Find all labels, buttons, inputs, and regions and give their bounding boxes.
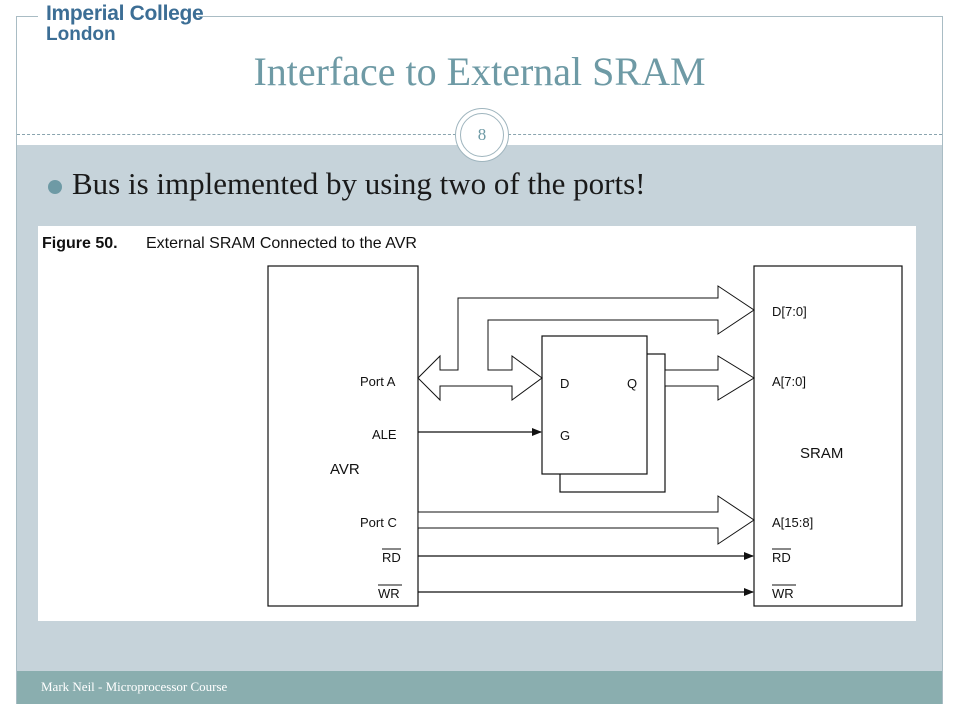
sram-label: SRAM [800,445,843,462]
footer-bar: Mark Neil - Microprocessor Course [17,671,942,704]
avr-pin-rd: RD [382,550,401,565]
latch-q-label: Q [627,376,637,391]
port-a-data-bus [417,285,755,402]
avr-pin-wr: WR [378,586,400,601]
avr-pin-ale: ALE [372,427,397,442]
latch-box [541,335,648,475]
footer-text: Mark Neil - Microprocessor Course [41,679,228,694]
latch-g-label: G [560,428,570,443]
latch-d-label: D [560,376,569,391]
sram-pin-wr: WR [772,586,794,601]
college-logo: Imperial College London [38,0,204,46]
figure-caption-text: External SRAM Connected to the AVR [146,235,417,252]
avr-label: AVR [330,461,360,478]
slide-title: Interface to External SRAM [253,49,706,94]
sram-pin-data: D[7:0] [772,304,807,319]
avr-pin-port-a: Port A [360,374,396,389]
figure-caption-number: Figure 50. [42,235,118,252]
logo-line-2: London [46,24,116,45]
bullet-icon [48,180,62,194]
port-c-address-bus [417,495,755,545]
circuit-diagram: Figure 50. External SRAM Connected to th… [42,235,903,607]
sram-pin-addr-high: A[15:8] [772,515,813,530]
sram-interface-figure: Figure 50. External SRAM Connected to th… [38,226,916,621]
page-number: 8 [460,113,504,157]
latch-to-sram-addr-low-bus [664,355,755,401]
bullet-text: Bus is implemented by using two of the p… [72,166,646,201]
page-number-badge: 8 [455,108,509,162]
sram-pin-rd: RD [772,550,791,565]
sram-pin-addr-low: A[7:0] [772,374,806,389]
avr-pin-port-c: Port C [360,515,397,530]
logo-line-1: Imperial College [46,2,204,25]
